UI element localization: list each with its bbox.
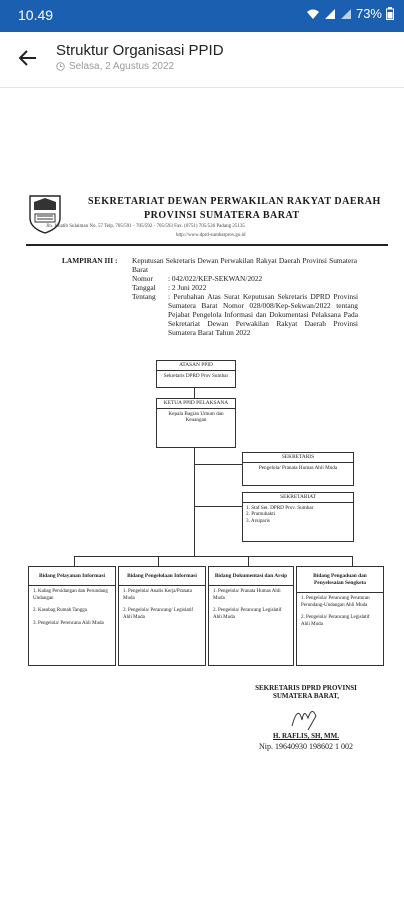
dept-item: 2. Pengelola/ Perancang Legislatif Ahli … <box>301 615 370 627</box>
signal-icon <box>324 8 335 19</box>
status-bar: 10.49 73% <box>0 0 404 32</box>
ketua-ppid-body: Kepala Bagian Umum dan Keuangan <box>168 410 224 424</box>
dept-items: 1. Pengelola/ Perancang Peraturan Perund… <box>297 592 383 637</box>
lampiran-tanggal-label: Tanggal <box>132 283 156 292</box>
post-date: Selasa, 2 Agustus 2022 <box>56 61 174 72</box>
letterhead-line-2: PROVINSI SUMATERA BARAT <box>144 210 300 221</box>
connector <box>352 556 353 566</box>
dept-item: 2. Kasubag Rumah Tangga <box>33 608 87 613</box>
dept-pengaduan-box: Bidang Pengaduan dan Penyelesaian Sengke… <box>296 566 384 666</box>
app-bar: Struktur Organisasi PPID Selasa, 2 Agust… <box>0 32 404 88</box>
document-image[interactable]: SEKRETARIAT DEWAN PERWAKILAN RAKYAT DAER… <box>26 190 388 666</box>
signature-line-2: SUMATERA BARAT, <box>272 692 340 700</box>
lampiran-keputusan-row: Keputusan Sekretaris Dewan Perwakilan Ra… <box>132 256 357 274</box>
back-button[interactable] <box>14 44 42 72</box>
status-time: 10.49 <box>18 7 54 23</box>
lampiran-nomor-label: Nomor <box>132 274 153 283</box>
dept-item: 3. Pengelola/ Perencana Ahli Muda <box>33 620 104 626</box>
signature-name: H. RAFLIS, SH, MM. <box>273 732 339 740</box>
dept-item: 2. Pengelola/ Perancang Legislatif Ahli … <box>213 608 282 620</box>
dept-dokumentasi-box: Bidang Dokumentasi dan Arsip 1. Pengelol… <box>208 566 294 666</box>
signature-nip: Nip. 19640930 198602 1 002 <box>259 742 353 751</box>
sekretariat-title: SEKRETARIAT <box>243 493 353 503</box>
atasan-ppid-title: ATASAN PPID <box>157 361 235 371</box>
letterhead-line-1: SEKRETARIAT DEWAN PERWAKILAN RAKYAT DAER… <box>88 196 381 207</box>
connector <box>74 556 352 557</box>
connector <box>248 556 249 566</box>
page-title: Struktur Organisasi PPID <box>56 42 224 59</box>
dept-pelayanan-box: Bidang Pelayanan Informasi 1. Kabag Pers… <box>28 566 116 666</box>
signature-line-1: SEKRETARIS DPRD PROVINSI <box>255 684 357 692</box>
sekretaris-title: SEKRETARIS <box>243 453 353 463</box>
battery-level: 73% <box>355 6 382 21</box>
wifi-icon <box>306 9 319 19</box>
connector <box>194 506 242 507</box>
dept-title: Bidang Dokumentasi dan Arsip <box>214 573 288 579</box>
lampiran-label: LAMPIRAN III : <box>62 256 118 265</box>
lampiran-keputusan: Keputusan Sekretaris Dewan Perwakilan Ra… <box>132 256 357 274</box>
lampiran-nomor-row: Nomor : 042/022/KEP-SEKWAN/2022 <box>132 274 358 283</box>
dept-item: 1. Kabag Persidangan dan Perundang Undan… <box>33 589 108 601</box>
sekretaris-box: SEKRETARIS Pengelola/ Pranata Humas Ahli… <box>242 452 354 486</box>
ketua-ppid-box: KETUA PPID PELAKSANA Kepala Bagian Umum … <box>156 398 236 448</box>
dept-items: 1. Pengelola/ Pranata Humas Ahli Muda 2.… <box>209 585 293 630</box>
lampiran-tentang-label: Tentang <box>132 292 156 301</box>
dept-item: 2. Pengelola/ Perancang/ Legislatif Ahli… <box>123 608 193 620</box>
dept-items: 1. Pengelola/ Analis Kerja/Pranata Muda … <box>119 585 205 630</box>
post-date-text: Selasa, 2 Agustus 2022 <box>69 61 175 72</box>
signal-icon-2 <box>340 8 351 19</box>
connector <box>194 388 195 398</box>
letterhead: SEKRETARIAT DEWAN PERWAKILAN RAKYAT DAER… <box>26 190 388 246</box>
connector <box>194 464 242 465</box>
dept-title: Bidang Pengelolaan Informasi <box>127 573 197 579</box>
sekretariat-item: 1. Staf Set. DPRD Prov. Sumbar <box>246 504 314 511</box>
letterhead-address: Jln. Khatib Sulaiman No. 57 Telp. 705/59… <box>46 224 245 229</box>
connector <box>158 556 159 566</box>
letterhead-website: http://www.dprd-sumbarprov.go.id <box>176 233 246 238</box>
sekretariat-item: 3. Arsiparis <box>246 517 270 524</box>
connector <box>194 448 195 556</box>
dept-title: Bidang Pelayanan Informasi <box>39 573 105 579</box>
dept-pengelolaan-box: Bidang Pengelolaan Informasi 1. Pengelol… <box>118 566 206 666</box>
sekretaris-body: Pengelola/ Pranata Humas Ahli Muda <box>258 464 338 471</box>
arrow-back-icon <box>19 50 36 66</box>
dept-item: 1. Pengelola/ Perancang Peraturan Perund… <box>301 596 370 608</box>
sekretariat-item: 2. Pramubakti <box>246 511 276 517</box>
ketua-ppid-title: KETUA PPID PELAKSANA <box>157 399 235 409</box>
province-crest-icon <box>29 195 61 234</box>
connector <box>74 556 75 566</box>
atasan-ppid-box: ATASAN PPID Sekretaris DPRD Prov Sumbar <box>156 360 236 388</box>
dept-item: 1. Pengelola/ Pranata Humas Ahli Muda <box>213 589 281 601</box>
org-chart: ATASAN PPID Sekretaris DPRD Prov Sumbar … <box>26 190 388 670</box>
lampiran-tentang-row: Tentang : Perubahan Atas Surat Keputusan… <box>132 292 358 337</box>
dept-items: 1. Kabag Persidangan dan Perundang Undan… <box>29 585 115 636</box>
battery-icon <box>386 7 394 20</box>
sekretariat-box: SEKRETARIAT 1. Staf Set. DPRD Prov. Sumb… <box>242 492 354 542</box>
lampiran-tanggal: : 2 Juni 2022 <box>168 283 207 292</box>
lampiran-tentang: : Perubahan Atas Surat Keputusan Sekreta… <box>168 292 358 337</box>
atasan-ppid-body: Sekretaris DPRD Prov Sumbar <box>163 372 229 379</box>
sekretariat-items: 1. Staf Set. DPRD Prov. Sumbar 2. Pramub… <box>243 503 353 527</box>
handwritten-signature-icon <box>291 711 317 731</box>
dept-item: 1. Pengelola/ Analis Kerja/Pranata Muda <box>123 589 192 601</box>
lampiran-nomor: : 042/022/KEP-SEKWAN/2022 <box>168 274 263 283</box>
dept-title: Bidang Pengaduan dan Penyelesaian Sengke… <box>313 573 367 586</box>
signature-block: SEKRETARIS DPRD PROVINSI SUMATERA BARAT,… <box>226 684 386 751</box>
lampiran-tanggal-row: Tanggal : 2 Juni 2022 <box>132 283 358 292</box>
status-icons: 73% <box>306 6 394 21</box>
clock-icon <box>56 62 65 71</box>
